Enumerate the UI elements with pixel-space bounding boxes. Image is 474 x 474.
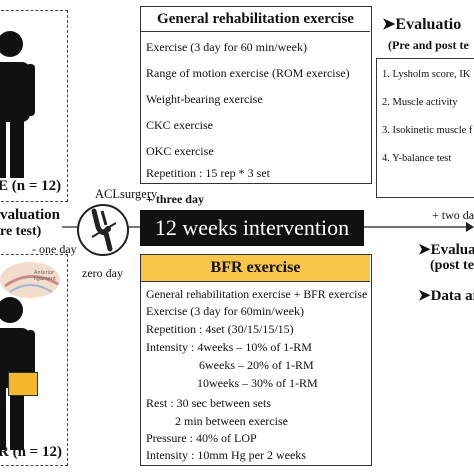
knee-illustration: Anterior ligament [0, 262, 60, 298]
general-item: CKC exercise [146, 118, 213, 132]
evaluation-subtitle: (Pre and post te [388, 38, 469, 52]
post-evaluation-label: ➤Evalua [418, 242, 474, 258]
timeline-arrow [62, 222, 474, 232]
person-icon [0, 297, 35, 450]
evaluation-item: 1. Lysholm score, IK [382, 69, 471, 80]
intervention-bar [140, 210, 364, 246]
evaluation-item: 4. Y-balance test [382, 153, 452, 164]
intervention-label: 12 weeks intervention [154, 215, 350, 240]
general-rehab-title: General rehabilitation exercise [141, 7, 370, 32]
bfr-item: Intensity : 4weeks – 10% of 1-RM [146, 340, 312, 354]
bfr-item: Repetition : 4set (30/15/15/15) [146, 322, 294, 336]
bfr-group-label: R (n = 12) [0, 444, 62, 460]
evaluation-item: 2. Muscle activity [382, 97, 458, 108]
bfr-item: Pressure : 40% of LOP [146, 431, 257, 445]
svg-text:Anterior: Anterior [34, 270, 55, 276]
chevron-right-icon: ➤ [418, 288, 431, 304]
general-item: Repetition : 15 rep * 3 set [146, 166, 270, 180]
general-item: Exercise (3 day for 60 min/week) [146, 40, 307, 54]
bfr-group-box [0, 254, 68, 466]
pre-evaluation-label: valuation [0, 207, 61, 223]
person-icon [0, 31, 35, 178]
bfr-cuff [8, 372, 38, 396]
bfr-item: Rest : 30 sec between sets [146, 396, 271, 410]
bfr-item: 10weeks – 30% of 1-RM [197, 376, 318, 390]
zero-day-label: zero day [82, 266, 123, 280]
two-day-label: + two da [432, 208, 474, 222]
bfr-item: 2 min between exercise [175, 414, 288, 428]
general-rehab-box: General rehabilitation exercise Exercise… [140, 6, 372, 184]
bfr-item: Intensity : 10mm Hg per 2 weeks [146, 448, 306, 462]
ce-group-box [0, 10, 68, 202]
data-analysis-label: ➤Data an [418, 288, 474, 304]
bfr-item: General rehabilitation exercise + BFR ex… [146, 287, 368, 301]
three-day-label: + three day [146, 192, 204, 206]
chevron-right-icon: ➤ [382, 16, 396, 33]
bfr-item: Exercise (3 day for 60min/week) [146, 304, 304, 318]
evaluation-list-box: 1. Lysholm score, IK 2. Muscle activity … [376, 58, 474, 198]
knee-joint-icon [77, 204, 129, 256]
general-item: OKC exercise [146, 144, 214, 158]
one-day-label: - one day [32, 242, 77, 256]
general-item: Range of motion exercise (ROM exercise) [146, 66, 350, 80]
general-item: Weight-bearing exercise [146, 92, 263, 106]
evaluation-title: ➤Evaluatio [382, 16, 462, 33]
bfr-exercise-title: BFR exercise [141, 255, 370, 282]
bfr-exercise-box: BFR exercise General rehabilitation exer… [140, 254, 372, 466]
chevron-right-icon: ➤ [418, 242, 431, 258]
ce-group-label: E (n = 12) [0, 178, 62, 194]
pre-test-label: re test) [0, 224, 42, 239]
bfr-item: 6weeks – 20% of 1-RM [199, 358, 314, 372]
evaluation-item: 3. Isokinetic muscle f [382, 125, 473, 136]
acl-surgery-label: ACLsurgery [95, 187, 158, 201]
post-test-label: (post te [430, 258, 474, 273]
svg-text:ligament: ligament [34, 276, 56, 282]
